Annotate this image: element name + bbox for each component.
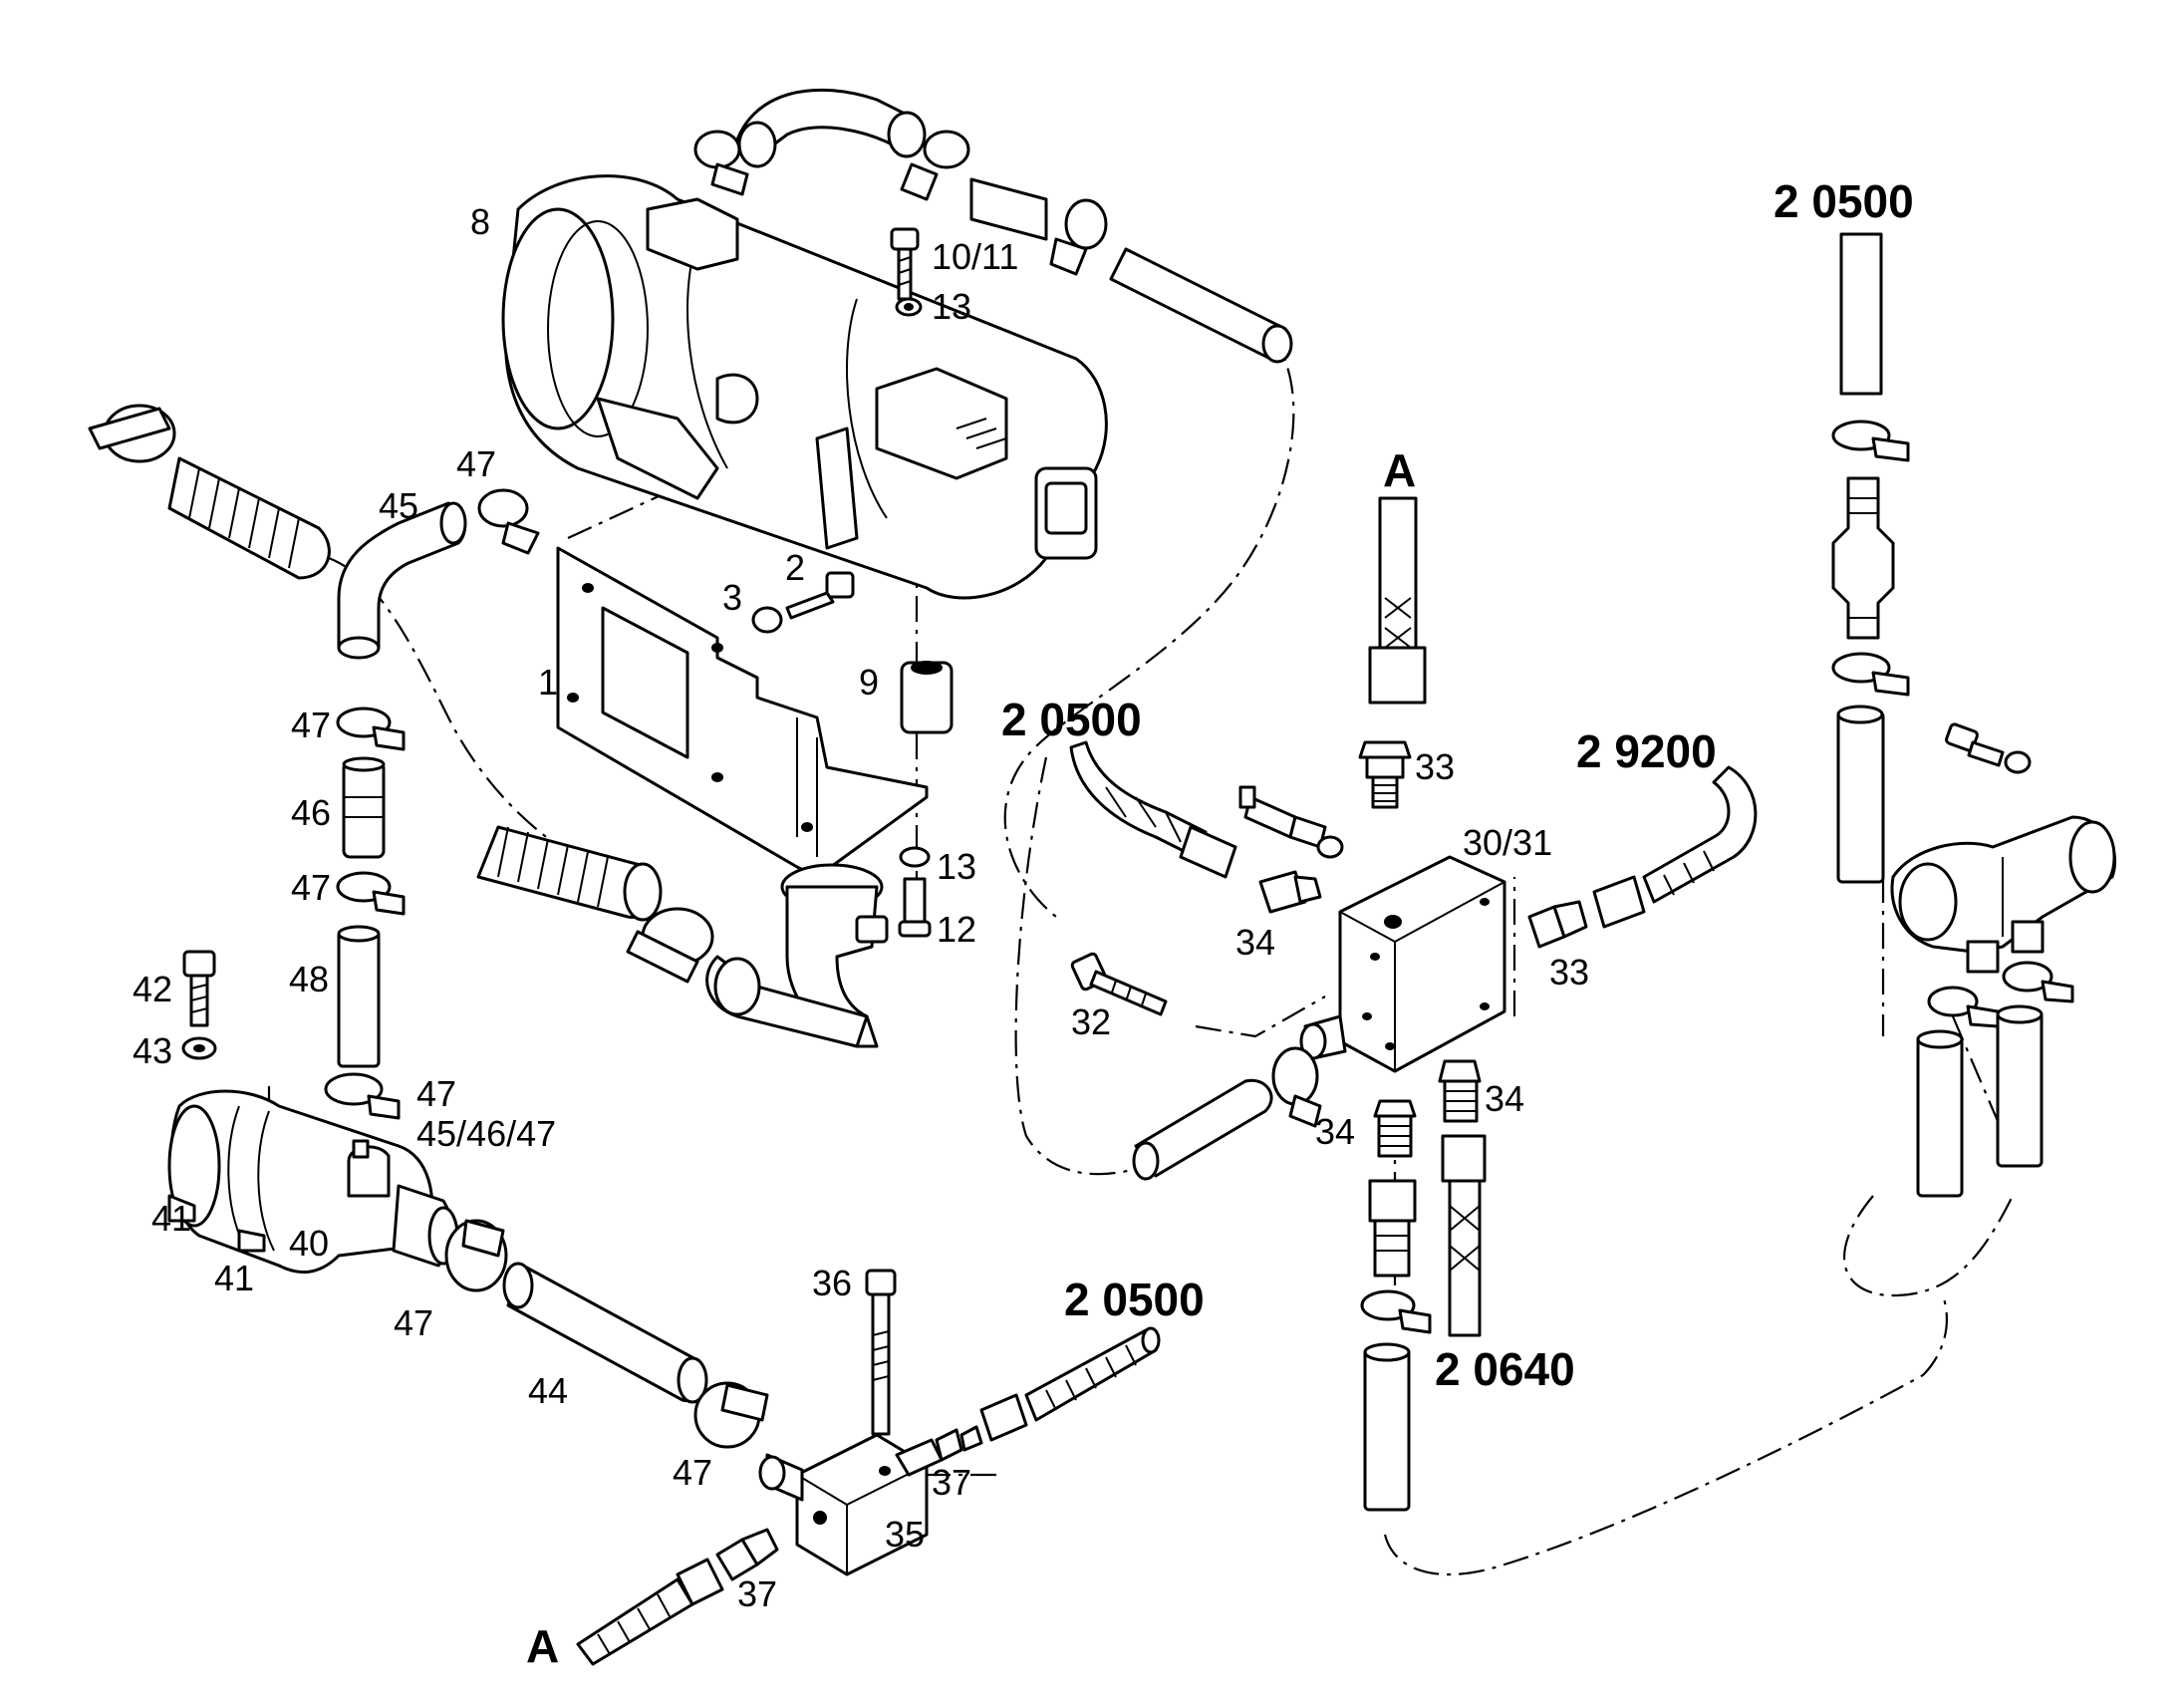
label-46: 46 bbox=[291, 792, 331, 833]
label-30-31: 30/31 bbox=[1463, 822, 1552, 863]
label-47-pump: 47 bbox=[416, 1073, 456, 1114]
flex-pipe-upper bbox=[88, 404, 331, 580]
label-47-top: 47 bbox=[456, 443, 496, 484]
ref-a-top: A bbox=[1383, 444, 1416, 496]
fitting-33-right bbox=[1527, 900, 1588, 949]
label-9: 9 bbox=[859, 662, 879, 703]
label-10-11: 10/11 bbox=[932, 236, 1018, 277]
fitting-37-left bbox=[715, 1528, 779, 1581]
label-37-right: 37 bbox=[932, 1462, 971, 1503]
label-45: 45 bbox=[379, 485, 418, 526]
ref-a-bottom: A bbox=[526, 1620, 559, 1672]
hose-29200 bbox=[1592, 765, 1758, 929]
label-43: 43 bbox=[133, 1030, 172, 1071]
fitting-34-left bbox=[1258, 870, 1322, 914]
ref-2-0500-right: 2 0500 bbox=[1774, 175, 1914, 227]
hose-a-bottom bbox=[576, 1558, 724, 1666]
clamp-47-top bbox=[477, 488, 540, 555]
label-34-bottom: 34 bbox=[1315, 1111, 1355, 1152]
label-40: 40 bbox=[289, 1223, 329, 1264]
label-41-left: 41 bbox=[151, 1198, 191, 1239]
fitting-34-bottom-left bbox=[1373, 1099, 1417, 1158]
hose-a-top bbox=[1368, 496, 1427, 705]
label-13-upper: 13 bbox=[932, 286, 971, 327]
pump-40 bbox=[167, 1089, 459, 1275]
label-35: 35 bbox=[885, 1514, 925, 1555]
t-valve-right bbox=[1890, 722, 2117, 1198]
label-41-right: 41 bbox=[214, 1258, 254, 1298]
clamp-and-hose-below-block bbox=[1132, 1046, 1322, 1181]
label-36: 36 bbox=[812, 1263, 852, 1303]
label-12: 12 bbox=[937, 909, 976, 950]
ref-2-0640: 2 0640 bbox=[1435, 1343, 1575, 1395]
ref-2-0500-bottom: 2 0500 bbox=[1064, 1274, 1205, 1325]
label-33-top: 33 bbox=[1415, 746, 1455, 787]
label-34-left: 34 bbox=[1235, 922, 1275, 963]
label-3: 3 bbox=[722, 577, 742, 618]
reference-labels: A A 2 0500 2 9200 2 0500 2 0500 2 0640 bbox=[526, 175, 1914, 1672]
label-32: 32 bbox=[1071, 1001, 1111, 1042]
sensor-34-upper bbox=[1238, 785, 1344, 859]
label-34-right: 34 bbox=[1485, 1078, 1524, 1119]
fitting-34-bottom-right bbox=[1438, 1059, 1482, 1123]
label-48: 48 bbox=[289, 959, 329, 999]
label-13-lower: 13 bbox=[937, 846, 976, 887]
label-37-left: 37 bbox=[737, 1573, 777, 1614]
heater-unit-8 bbox=[501, 174, 1108, 600]
flex-pipe-lower bbox=[476, 825, 714, 984]
label-47-lower: 47 bbox=[673, 1452, 712, 1493]
label-42: 42 bbox=[133, 969, 172, 1009]
coupling-stack-lower bbox=[1360, 1179, 1432, 1512]
label-47-upper-left: 47 bbox=[291, 705, 331, 745]
label-47-lower-left: 47 bbox=[394, 1302, 433, 1343]
label-45-46-47: 45/46/47 bbox=[416, 1113, 556, 1154]
ref-2-9200: 2 9200 bbox=[1576, 725, 1717, 777]
exhaust-elbow bbox=[705, 863, 889, 1048]
bolt-32 bbox=[1070, 952, 1168, 1016]
bolt-42-washer-43 bbox=[181, 950, 217, 1060]
hose-44 bbox=[444, 1219, 769, 1449]
fitting-33-top bbox=[1358, 740, 1412, 809]
label-47-mid-left: 47 bbox=[291, 867, 331, 908]
right-upper-hose-group bbox=[1831, 232, 1910, 884]
valve-block-30-31 bbox=[1299, 855, 1506, 1073]
label-33-right: 33 bbox=[1549, 952, 1589, 993]
block-35 bbox=[758, 1269, 929, 1576]
hose-stack-left bbox=[324, 707, 406, 1120]
ref-2-0500-left: 2 0500 bbox=[1001, 694, 1142, 745]
elbow-hose-45 bbox=[337, 501, 467, 660]
label-44: 44 bbox=[528, 1370, 568, 1411]
hose-20500-left bbox=[1069, 740, 1237, 879]
label-1: 1 bbox=[538, 662, 558, 703]
hose-20640 bbox=[1441, 1134, 1487, 1337]
fitting-37-right bbox=[895, 1425, 983, 1477]
top-bent-hose bbox=[693, 88, 1293, 364]
part-labels: 8 10/11 13 47 45 2 3 1 9 47 46 47 13 12 … bbox=[133, 201, 1589, 1614]
label-8: 8 bbox=[470, 201, 490, 242]
label-2: 2 bbox=[785, 547, 805, 588]
hose-20500-bottom bbox=[979, 1326, 1161, 1442]
mounting-bracket-1 bbox=[556, 546, 954, 938]
